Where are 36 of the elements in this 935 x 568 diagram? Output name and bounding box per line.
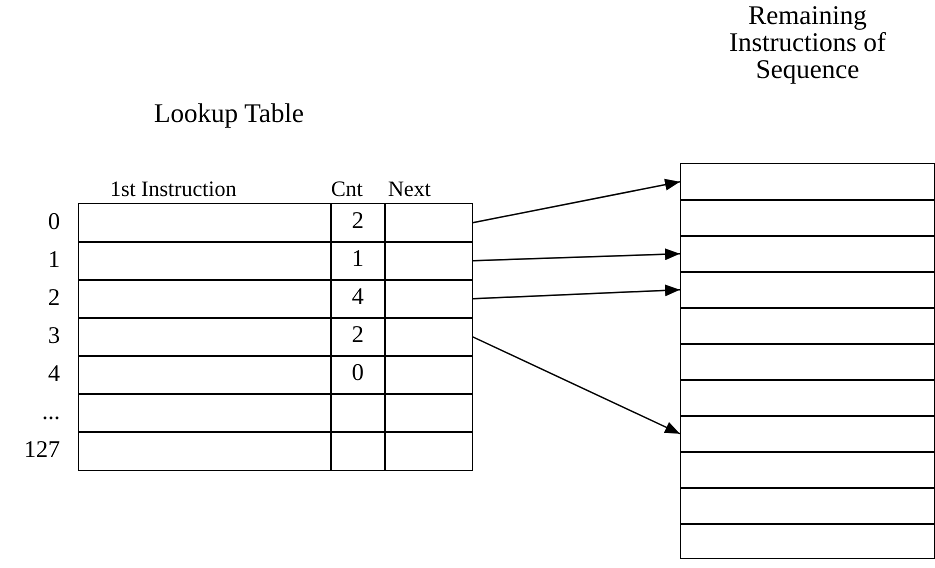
count-value: 2 [352, 208, 364, 234]
count-value: 1 [352, 246, 364, 272]
row-box [680, 235, 935, 272]
next-cell [384, 203, 472, 242]
row-index: 3 [48, 323, 60, 349]
column-header: Cnt [331, 176, 363, 202]
column-header: 1st Instruction [110, 176, 236, 202]
row-index: 0 [48, 209, 60, 235]
row-box [680, 487, 935, 524]
next-cell [384, 241, 472, 280]
row-box [680, 271, 935, 308]
row-box [680, 163, 935, 200]
arrow [472, 178, 680, 224]
row-index: 4 [48, 361, 60, 387]
row-index: 127 [24, 437, 60, 463]
arrow [472, 336, 680, 434]
arrow [472, 284, 680, 300]
row-box [680, 451, 935, 488]
count-value: 0 [352, 360, 364, 386]
row-index: ... [42, 399, 60, 425]
row-box [680, 199, 935, 236]
count-value: 2 [352, 322, 364, 348]
row-box [680, 343, 935, 380]
row-box [680, 307, 935, 344]
table-title: Lookup Table [154, 100, 304, 127]
row-box [680, 379, 935, 416]
column-header: Next [388, 176, 431, 202]
row-index: 2 [48, 285, 60, 311]
next-cell [384, 279, 472, 318]
row-box [680, 415, 935, 452]
count-value: 4 [352, 284, 364, 310]
arrow [472, 248, 680, 262]
table-title: Remaining Instructions of Sequence [728, 2, 887, 83]
next-cell [384, 317, 472, 356]
row-index: 1 [48, 247, 60, 273]
row-box [680, 523, 935, 559]
